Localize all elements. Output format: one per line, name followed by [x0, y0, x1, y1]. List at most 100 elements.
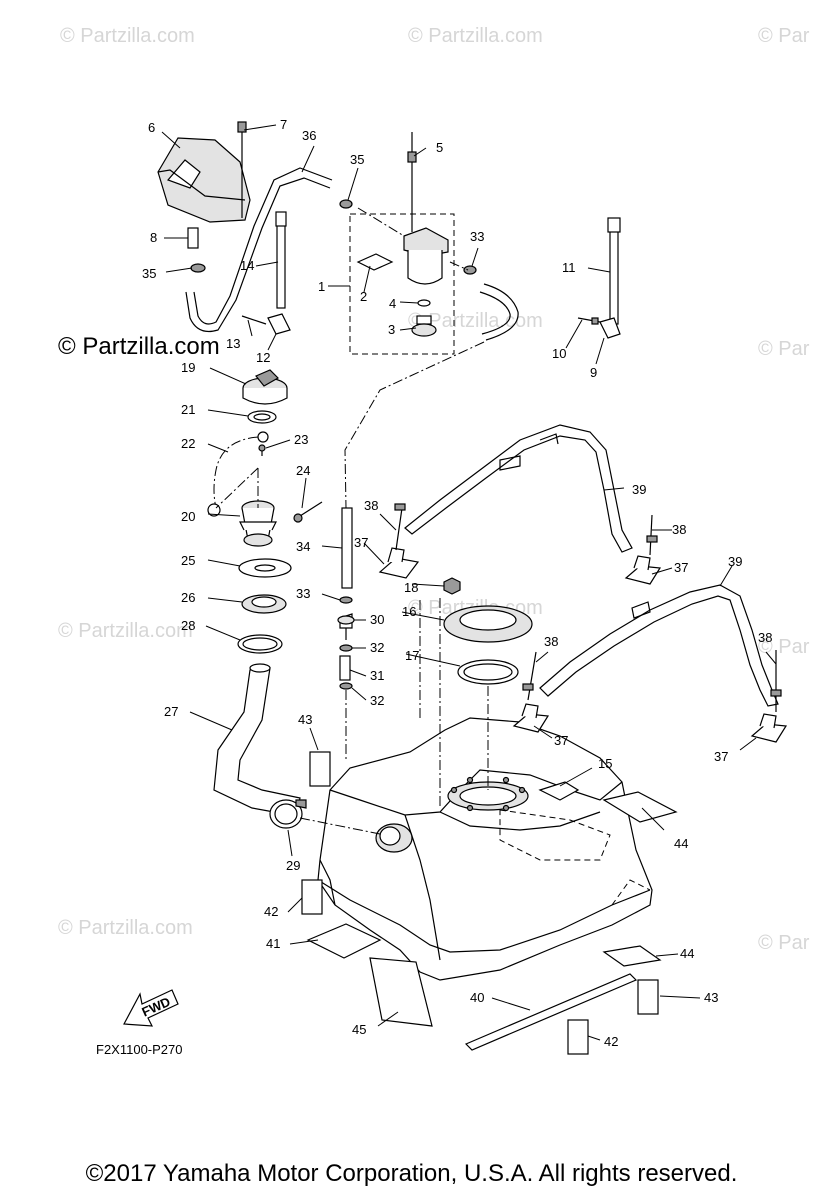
bolt-7[interactable] — [237, 121, 247, 218]
callout-37: 37 — [714, 749, 728, 764]
watermark: © Par — [758, 636, 810, 658]
hose-36[interactable] — [185, 167, 333, 333]
tie-band-14[interactable] — [275, 211, 287, 309]
callout-29: 29 — [286, 858, 300, 873]
callout-37: 37 — [354, 535, 368, 550]
clip-33[interactable] — [339, 596, 353, 604]
watermark: © Partzilla.com — [58, 333, 220, 360]
bracket-37-d[interactable] — [750, 713, 788, 743]
gasket[interactable] — [457, 659, 519, 685]
bracket-2[interactable] — [356, 253, 394, 271]
bolt-5[interactable] — [407, 132, 417, 232]
callout-numbers: 1 2 3 4 5 6 7 8 9 10 11 12 13 14 15 16 1… — [142, 117, 772, 1049]
watermark: © Partzilla.com — [60, 25, 195, 47]
callout-18: 18 — [404, 580, 418, 595]
breather-pipe[interactable] — [341, 507, 353, 589]
washer-25[interactable] — [238, 558, 292, 578]
callout-38: 38 — [672, 522, 686, 537]
holder-12[interactable] — [267, 313, 291, 335]
watermark: © Par — [758, 25, 810, 47]
callout-22: 22 — [181, 436, 195, 451]
callout-37: 37 — [554, 733, 568, 748]
decal-42-left[interactable] — [301, 879, 323, 915]
bolt-38[interactable] — [646, 514, 658, 556]
hose-to-tank[interactable] — [479, 283, 519, 341]
clip-35-filter[interactable] — [339, 199, 353, 209]
decal-43-left[interactable] — [309, 751, 331, 787]
nut-18[interactable] — [443, 577, 461, 595]
cap-strap[interactable] — [207, 431, 269, 517]
clamp-28[interactable] — [237, 634, 283, 654]
decal-44-upper[interactable] — [602, 791, 678, 823]
callout-42: 42 — [264, 904, 278, 919]
callout-10: 10 — [552, 346, 566, 361]
decal-43-right[interactable] — [637, 979, 659, 1015]
watermark: © Partzilla.com — [58, 917, 193, 939]
tank-strap-lower[interactable] — [539, 584, 779, 707]
tie-band-11[interactable] — [607, 217, 621, 325]
callout-13: 13 — [226, 336, 240, 351]
clip-32-b[interactable] — [339, 682, 353, 690]
bracket-37-b[interactable] — [624, 555, 662, 585]
clip-32-a[interactable] — [339, 644, 353, 652]
copyright-notice: ©2017 Yamaha Motor Corporation, U.S.A. A… — [85, 1160, 738, 1187]
callout-9: 9 — [590, 365, 597, 380]
hose-31[interactable] — [339, 655, 351, 681]
callout-2: 2 — [360, 289, 367, 304]
decal-40[interactable] — [464, 973, 638, 1051]
clip-10[interactable] — [577, 317, 601, 325]
callout-33: 33 — [296, 586, 310, 601]
clip-33-filter[interactable] — [463, 265, 477, 275]
callout-12: 12 — [256, 350, 270, 365]
callout-25: 25 — [181, 553, 195, 568]
callout-36: 36 — [302, 128, 316, 143]
callout-28: 28 — [181, 618, 195, 633]
callout-38: 38 — [758, 630, 772, 645]
bolt-38[interactable] — [522, 651, 537, 701]
clamp-29[interactable] — [269, 799, 307, 829]
filler-hose[interactable] — [213, 663, 301, 817]
bolt-38[interactable] — [394, 503, 406, 551]
callout-41: 41 — [266, 936, 280, 951]
cap-3[interactable] — [411, 315, 437, 337]
screw-23[interactable] — [258, 444, 266, 456]
callout-15: 15 — [598, 756, 612, 771]
sender-plate[interactable] — [443, 605, 533, 643]
decal-44-lower[interactable] — [602, 945, 662, 967]
screw-13[interactable] — [241, 315, 267, 325]
o-ring-4[interactable] — [417, 299, 431, 307]
tank-filler-neck — [375, 823, 413, 853]
callout-34: 34 — [296, 539, 310, 554]
bracket-37-a[interactable] — [378, 547, 420, 579]
callout-5: 5 — [436, 140, 443, 155]
nut-26[interactable] — [241, 594, 287, 614]
callout-16: 16 — [402, 604, 416, 619]
callout-43: 43 — [704, 990, 718, 1005]
holder-9[interactable] — [599, 317, 621, 339]
grommet-8[interactable] — [187, 227, 199, 249]
callout-38: 38 — [544, 634, 558, 649]
tank-strap-upper[interactable] — [404, 424, 633, 553]
decal-42-right[interactable] — [567, 1019, 589, 1055]
callout-40: 40 — [470, 990, 484, 1005]
decal-41[interactable] — [306, 923, 382, 959]
fuel-tank[interactable] — [317, 717, 653, 981]
clip-35-left[interactable] — [190, 263, 206, 273]
bolt-38[interactable] — [770, 650, 782, 712]
screw-24[interactable] — [293, 501, 323, 523]
filler-neck[interactable] — [239, 500, 277, 547]
callout-27: 27 — [164, 704, 178, 719]
cap-seal[interactable] — [247, 410, 277, 424]
callout-38: 38 — [364, 498, 378, 513]
decal-45[interactable] — [369, 957, 433, 1027]
bracket-37-c[interactable] — [512, 703, 550, 733]
callout-4: 4 — [389, 296, 396, 311]
fuel-cap[interactable] — [242, 369, 288, 405]
callout-32: 32 — [370, 693, 384, 708]
filter-group-box — [349, 213, 455, 355]
canister-cover[interactable] — [157, 137, 251, 223]
check-valve[interactable] — [337, 613, 355, 640]
fuel-filter[interactable] — [403, 227, 449, 285]
callout-21: 21 — [181, 402, 195, 417]
